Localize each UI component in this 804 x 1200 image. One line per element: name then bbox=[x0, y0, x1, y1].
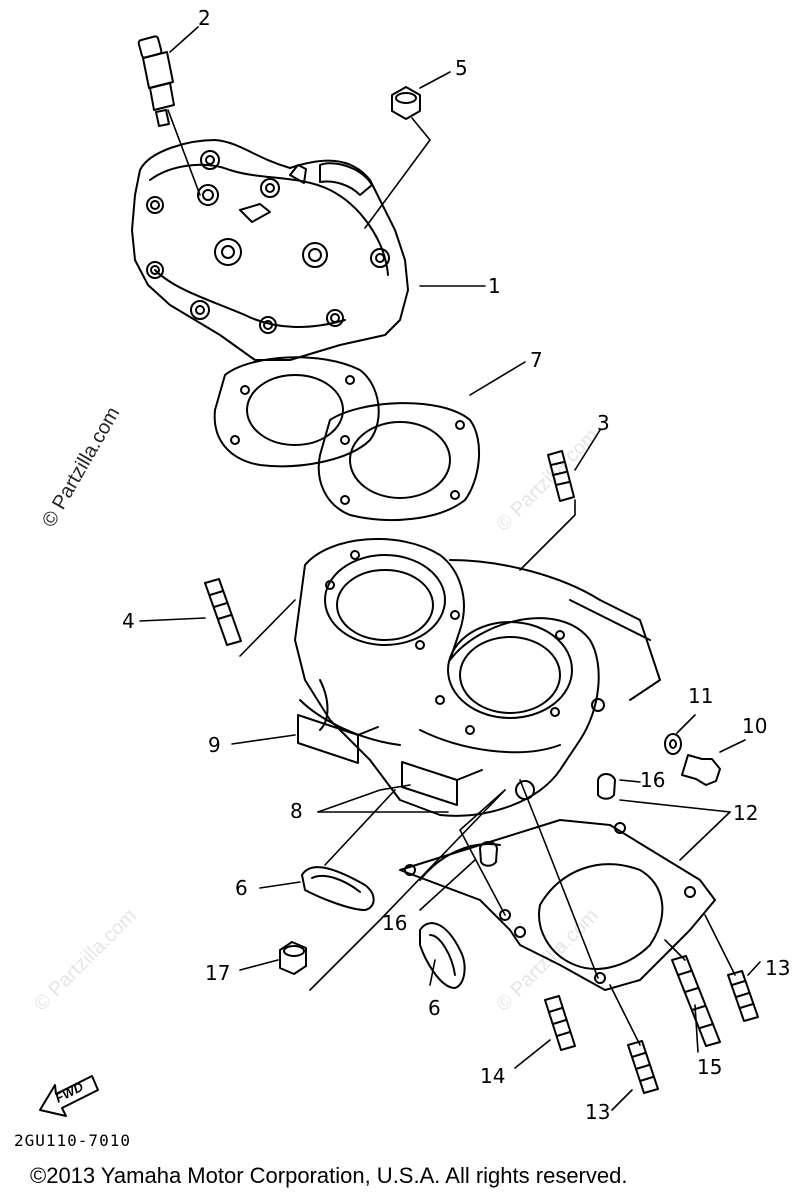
callout-12: 12 bbox=[733, 801, 758, 825]
callout-3: 3 bbox=[597, 411, 610, 435]
head-gasket[interactable] bbox=[213, 356, 481, 521]
stud-bolt-13-bottom[interactable] bbox=[627, 1040, 659, 1094]
washer-11[interactable] bbox=[664, 733, 682, 755]
callout-6-lower: 6 bbox=[428, 996, 441, 1020]
callout-1: 1 bbox=[488, 274, 501, 298]
callout-7: 7 bbox=[530, 348, 543, 372]
stud-bolt-14[interactable] bbox=[544, 995, 576, 1051]
nut-17[interactable] bbox=[279, 941, 307, 975]
callout-5: 5 bbox=[455, 56, 468, 80]
callout-16-lower: 16 bbox=[382, 911, 407, 935]
stud-bolt-4[interactable] bbox=[204, 578, 242, 646]
gasket-6-upper[interactable] bbox=[301, 866, 375, 911]
intake-insulator-9[interactable] bbox=[297, 714, 379, 764]
cylinder-head[interactable] bbox=[131, 139, 409, 361]
stud-bolt-3[interactable] bbox=[547, 450, 575, 502]
callout-11: 11 bbox=[688, 684, 713, 708]
stud-bolt-13-right[interactable] bbox=[727, 970, 759, 1022]
callout-8: 8 bbox=[290, 799, 303, 823]
fwd-label: FWD bbox=[53, 1079, 87, 1106]
nut-5[interactable] bbox=[391, 86, 421, 120]
callout-13-bottom: 13 bbox=[585, 1100, 610, 1124]
base-gasket[interactable] bbox=[399, 819, 716, 991]
intake-insulator-8[interactable] bbox=[401, 761, 483, 806]
leader-lines bbox=[139, 26, 761, 1111]
cylinder-block[interactable] bbox=[294, 538, 661, 817]
callout-10: 10 bbox=[742, 714, 767, 738]
callout-2: 2 bbox=[198, 6, 211, 30]
fwd-arrow-icon bbox=[39, 1075, 99, 1117]
callout-4: 4 bbox=[122, 609, 135, 633]
callout-13-right: 13 bbox=[765, 956, 790, 980]
callout-6-upper: 6 bbox=[235, 876, 248, 900]
spark-plug[interactable] bbox=[137, 35, 175, 127]
diagram-code: 2GU110-7010 bbox=[14, 1131, 131, 1150]
bolt-10[interactable] bbox=[681, 754, 721, 786]
callout-15: 15 bbox=[697, 1055, 722, 1079]
gasket-6-lower[interactable] bbox=[419, 922, 466, 989]
callout-9: 9 bbox=[208, 733, 221, 757]
copyright-notice: ©2013 Yamaha Motor Corporation, U.S.A. A… bbox=[30, 1163, 628, 1188]
dowel-pin-16-upper[interactable] bbox=[597, 773, 616, 800]
callout-16-upper: 16 bbox=[640, 768, 665, 792]
dowel-pin-16-lower[interactable] bbox=[479, 841, 498, 867]
callout-14: 14 bbox=[480, 1064, 505, 1088]
callout-17: 17 bbox=[205, 961, 230, 985]
